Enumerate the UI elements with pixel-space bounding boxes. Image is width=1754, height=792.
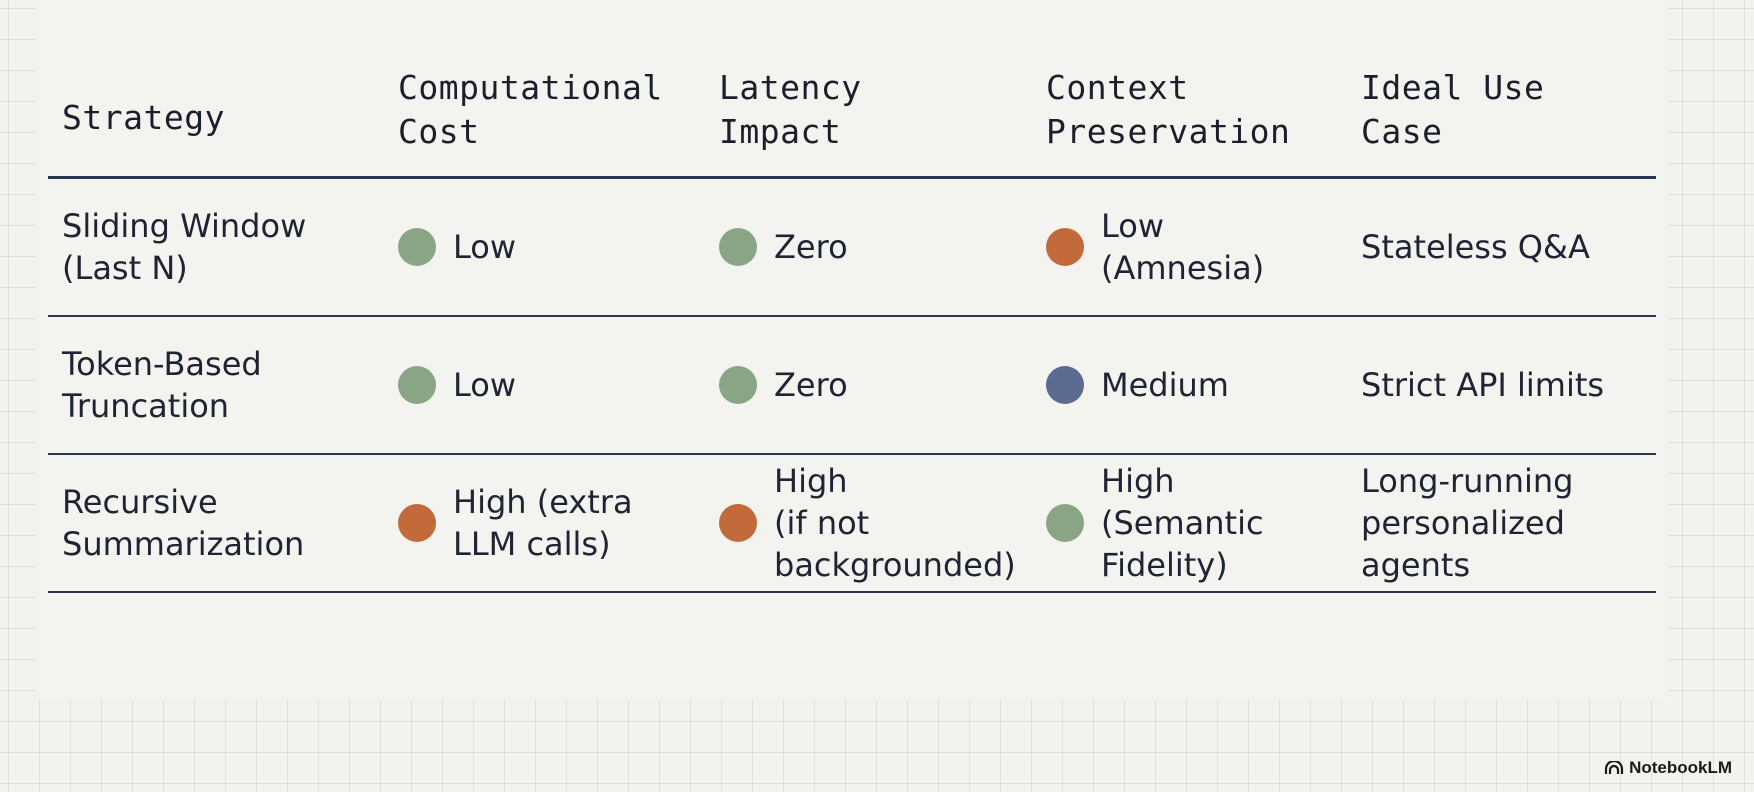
latency-label: High (if not backgrounded) — [774, 462, 1016, 584]
level-dot-icon — [1046, 366, 1084, 404]
use-case-label: Strict API limits — [1361, 366, 1605, 404]
header-label: Strategy — [62, 98, 225, 137]
strategy-cell: Token-Based Truncation — [62, 317, 382, 453]
context-label: Low (Amnesia) — [1101, 207, 1265, 287]
context-cell: Low (Amnesia) — [1046, 179, 1361, 315]
table-row: Recursive Summarization High (extra LLM … — [48, 455, 1656, 593]
cost-cell: High (extra LLM calls) — [398, 455, 713, 591]
header-label: Context Preservation — [1046, 68, 1291, 151]
strategy-label: Token-Based Truncation — [62, 345, 262, 425]
strategy-label: Recursive Summarization — [62, 483, 305, 563]
notebooklm-logo-icon — [1604, 761, 1624, 774]
context-cell: High (Semantic Fidelity) — [1046, 455, 1361, 591]
header-label: Latency Impact — [719, 68, 862, 151]
latency-cell: High (if not backgrounded) — [719, 455, 1039, 591]
table-row: Sliding Window (Last N) Low Zero Low (Am… — [48, 179, 1656, 317]
cost-cell: Low — [398, 317, 713, 453]
header-cell-latency-impact: Latency Impact — [719, 60, 1039, 176]
level-dot-icon — [1046, 504, 1084, 542]
header-label: Ideal Use Case — [1361, 68, 1545, 151]
cost-cell: Low — [398, 179, 713, 315]
header-label: Computational Cost — [398, 68, 663, 151]
latency-cell: Zero — [719, 317, 1039, 453]
use-case-cell: Strict API limits — [1361, 317, 1651, 453]
header-cell-strategy: Strategy — [62, 60, 382, 176]
cost-label: High (extra LLM calls) — [453, 483, 633, 563]
use-case-label: Stateless Q&A — [1361, 228, 1590, 266]
level-dot-icon — [719, 504, 757, 542]
table-header-row: Strategy Computational Cost Latency Impa… — [48, 60, 1656, 179]
use-case-cell: Stateless Q&A — [1361, 179, 1651, 315]
strategy-cell: Sliding Window (Last N) — [62, 179, 382, 315]
level-dot-icon — [1046, 228, 1084, 266]
cost-label: Low — [453, 366, 517, 404]
latency-cell: Zero — [719, 179, 1039, 315]
header-cell-context-preservation: Context Preservation — [1046, 60, 1361, 176]
level-dot-icon — [719, 228, 757, 266]
notebooklm-brand: NotebookLM — [1604, 758, 1732, 778]
brand-name: NotebookLM — [1629, 758, 1732, 777]
table-sheet — [36, 0, 1668, 700]
level-dot-icon — [398, 504, 436, 542]
level-dot-icon — [398, 366, 436, 404]
strategy-cell: Recursive Summarization — [62, 455, 382, 591]
table-row: Token-Based Truncation Low Zero Medium S… — [48, 317, 1656, 455]
level-dot-icon — [719, 366, 757, 404]
context-cell: Medium — [1046, 317, 1361, 453]
level-dot-icon — [398, 228, 436, 266]
use-case-label: Long-running personalized agents — [1361, 462, 1574, 584]
use-case-cell: Long-running personalized agents — [1361, 455, 1651, 591]
context-label: High (Semantic Fidelity) — [1101, 462, 1264, 584]
header-cell-ideal-use-case: Ideal Use Case — [1361, 60, 1651, 176]
latency-label: Zero — [774, 228, 848, 266]
latency-label: Zero — [774, 366, 848, 404]
comparison-table: Strategy Computational Cost Latency Impa… — [48, 60, 1656, 593]
cost-label: Low — [453, 228, 517, 266]
context-label: Medium — [1101, 366, 1229, 404]
strategy-label: Sliding Window (Last N) — [62, 207, 307, 287]
header-cell-computational-cost: Computational Cost — [398, 60, 713, 176]
